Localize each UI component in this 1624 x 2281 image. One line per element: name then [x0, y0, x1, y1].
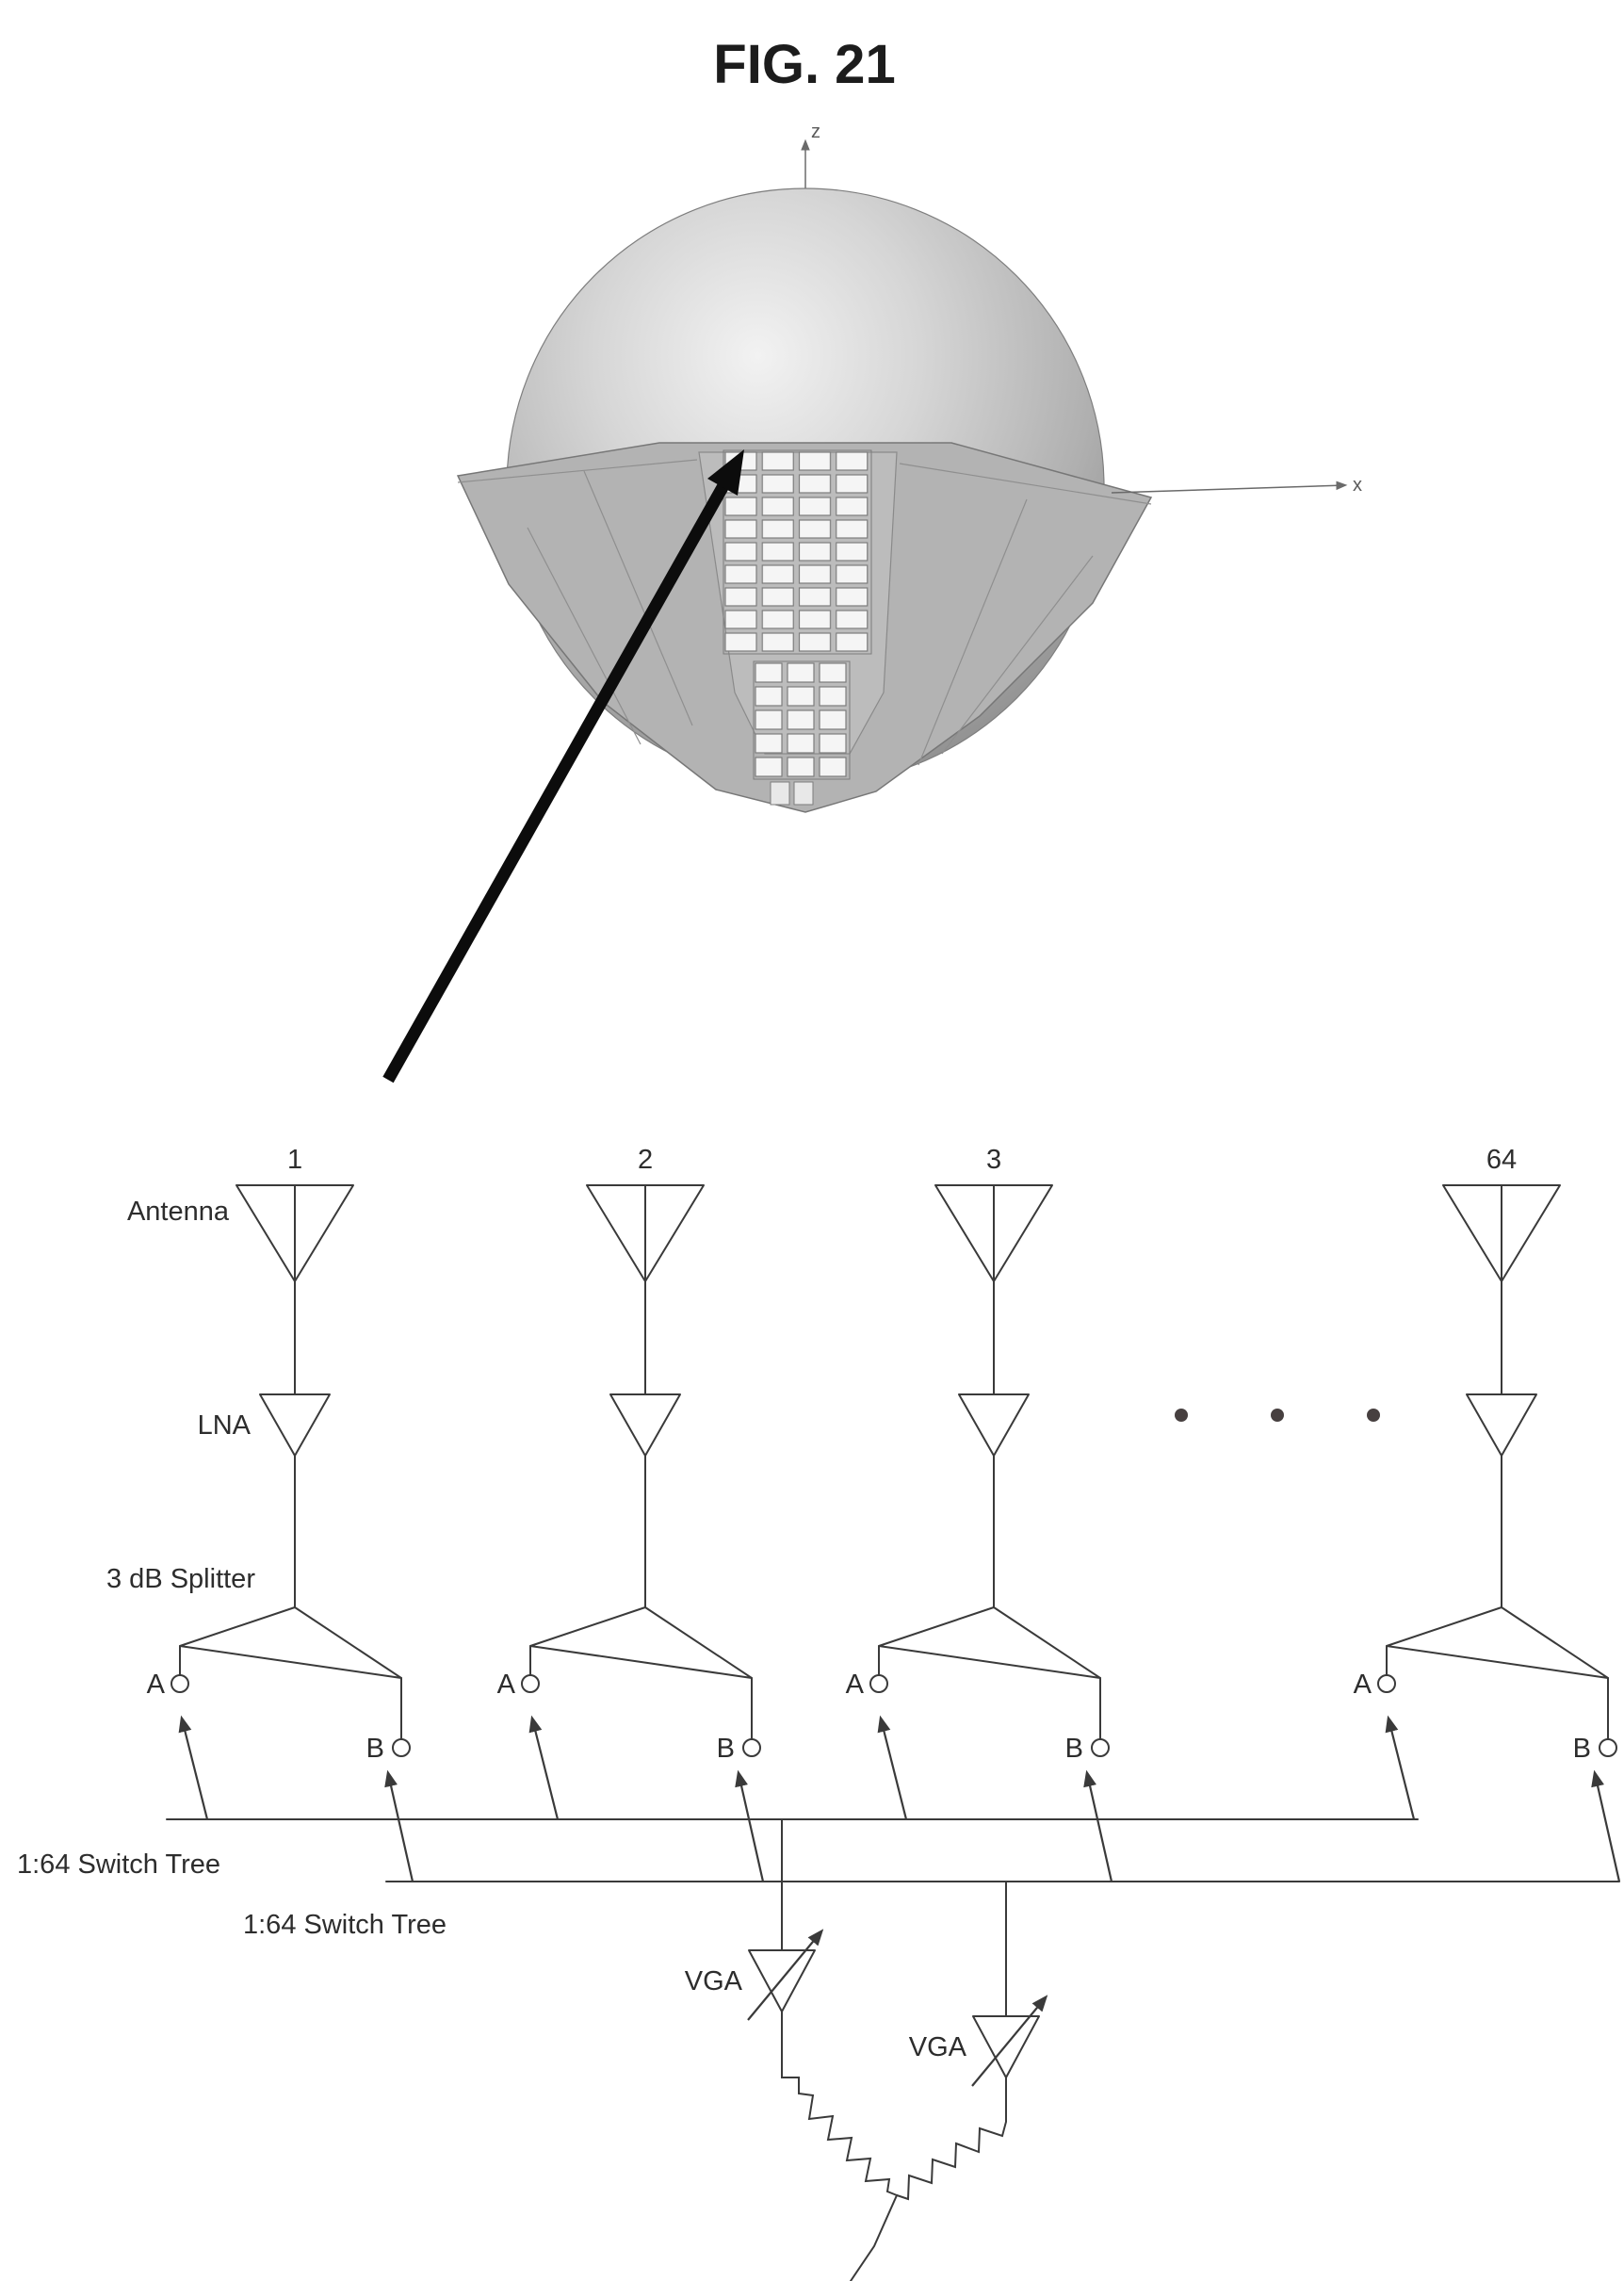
- lna-label: LNA: [198, 1410, 252, 1441]
- switch-arm-a-icon: [1385, 1715, 1416, 1820]
- ellipsis-dot: [1367, 1409, 1380, 1422]
- port-b-label: B: [717, 1734, 735, 1764]
- switch-arm-b-icon: [384, 1769, 414, 1882]
- ellipsis-dot: [1271, 1409, 1284, 1422]
- port-a-terminal: [521, 1674, 540, 1693]
- port-b-label: B: [366, 1734, 384, 1764]
- port-a-label: A: [1354, 1670, 1372, 1700]
- channel-number: 1: [287, 1145, 302, 1175]
- port-b-terminal: [1599, 1738, 1617, 1757]
- switch-arm-a-icon: [877, 1715, 908, 1820]
- port-b-terminal: [1091, 1738, 1110, 1757]
- skirt-rim-line-left: [457, 459, 698, 483]
- channel-2: 2 A B: [497, 1145, 765, 1882]
- port-a-label: A: [147, 1670, 166, 1700]
- skirt-facet-4: [918, 498, 1028, 766]
- splitter-label: 3 dB Splitter: [106, 1564, 255, 1594]
- pointer-arrow-shaft: [382, 479, 731, 1083]
- pointer-arrowhead-icon: [707, 449, 744, 496]
- skirt-facet-1: [527, 527, 641, 745]
- sphere-render: z x: [456, 122, 1362, 813]
- port-b-terminal: [742, 1738, 761, 1757]
- lna-amplifier-icon: [609, 1393, 681, 1457]
- channel-number: 3: [986, 1145, 1001, 1175]
- vga-1-label: VGA: [685, 1966, 743, 1996]
- pointer-arrow: [382, 449, 744, 1083]
- switch-arm-b-icon: [1591, 1769, 1621, 1882]
- combiner-network: [781, 2011, 1007, 2281]
- antenna-icon: [934, 1184, 1053, 1282]
- output-line: [850, 2191, 899, 2281]
- switch-tree-b-label: 1:64 Switch Tree: [243, 1910, 447, 1940]
- splitter-icon: [529, 1606, 753, 1679]
- channel-3: 3 A B: [846, 1145, 1113, 1882]
- antenna-icon: [1442, 1184, 1561, 1282]
- lna-amplifier-icon: [259, 1393, 331, 1457]
- ellipsis-dot: [1175, 1409, 1188, 1422]
- switch-tree-a-label: 1:64 Switch Tree: [17, 1849, 220, 1880]
- x-axis-line: [1111, 481, 1348, 494]
- vga-1-gain-arrow-icon: [747, 1929, 824, 2021]
- switch-arm-b-icon: [735, 1769, 765, 1882]
- vga-1-amplifier-icon: [748, 1949, 816, 2012]
- panel-stem-cell-1: [770, 781, 790, 806]
- z-axis-label: z: [811, 122, 820, 142]
- channel-64: 64 A B: [1354, 1145, 1621, 1882]
- antenna-icon: [586, 1184, 705, 1282]
- lna-amplifier-icon: [1466, 1393, 1537, 1457]
- figure-title: FIG. 21: [713, 34, 895, 95]
- combiner-resistor-right: [896, 2077, 1007, 2201]
- channel-1: 1 A B: [147, 1145, 414, 1882]
- antenna-array-grid-lower: [753, 660, 851, 780]
- channel-number: 64: [1486, 1145, 1517, 1175]
- lna-amplifier-icon: [958, 1393, 1030, 1457]
- skirt-facet-3: [941, 555, 1094, 755]
- splitter-icon: [179, 1606, 402, 1679]
- port-b-terminal: [392, 1738, 411, 1757]
- splitter-icon: [878, 1606, 1101, 1679]
- port-a-terminal: [1377, 1674, 1396, 1693]
- skirt-facet-2: [583, 470, 693, 726]
- antenna-label: Antenna: [127, 1197, 230, 1227]
- switch-arm-a-icon: [528, 1715, 560, 1820]
- vga-2-gain-arrow-icon: [971, 1995, 1048, 2087]
- channel-number: 2: [638, 1145, 653, 1175]
- port-a-label: A: [846, 1670, 865, 1700]
- x-axis-label: x: [1353, 475, 1362, 496]
- ellipsis-dots: [1175, 1409, 1380, 1422]
- vga-2-label: VGA: [909, 2032, 967, 2062]
- splitter-icon: [1386, 1606, 1609, 1679]
- port-b-label: B: [1573, 1734, 1591, 1764]
- port-a-terminal: [869, 1674, 888, 1693]
- switch-arm-a-icon: [178, 1715, 209, 1820]
- vga-2-amplifier-icon: [972, 2015, 1040, 2078]
- port-a-label: A: [497, 1670, 516, 1700]
- skirt-rim-line-right: [899, 463, 1152, 505]
- port-b-label: B: [1065, 1734, 1083, 1764]
- beamformer-schematic: Antenna LNA 3 dB Splitter 1 A B 2: [17, 1145, 1621, 2281]
- combiner-resistor-left: [781, 2011, 891, 2192]
- switch-arm-b-icon: [1083, 1769, 1113, 1882]
- port-a-terminal: [171, 1674, 189, 1693]
- panel-stem-cell-2: [793, 781, 814, 806]
- antenna-array-grid-main: [723, 449, 872, 655]
- antenna-icon: [235, 1184, 354, 1282]
